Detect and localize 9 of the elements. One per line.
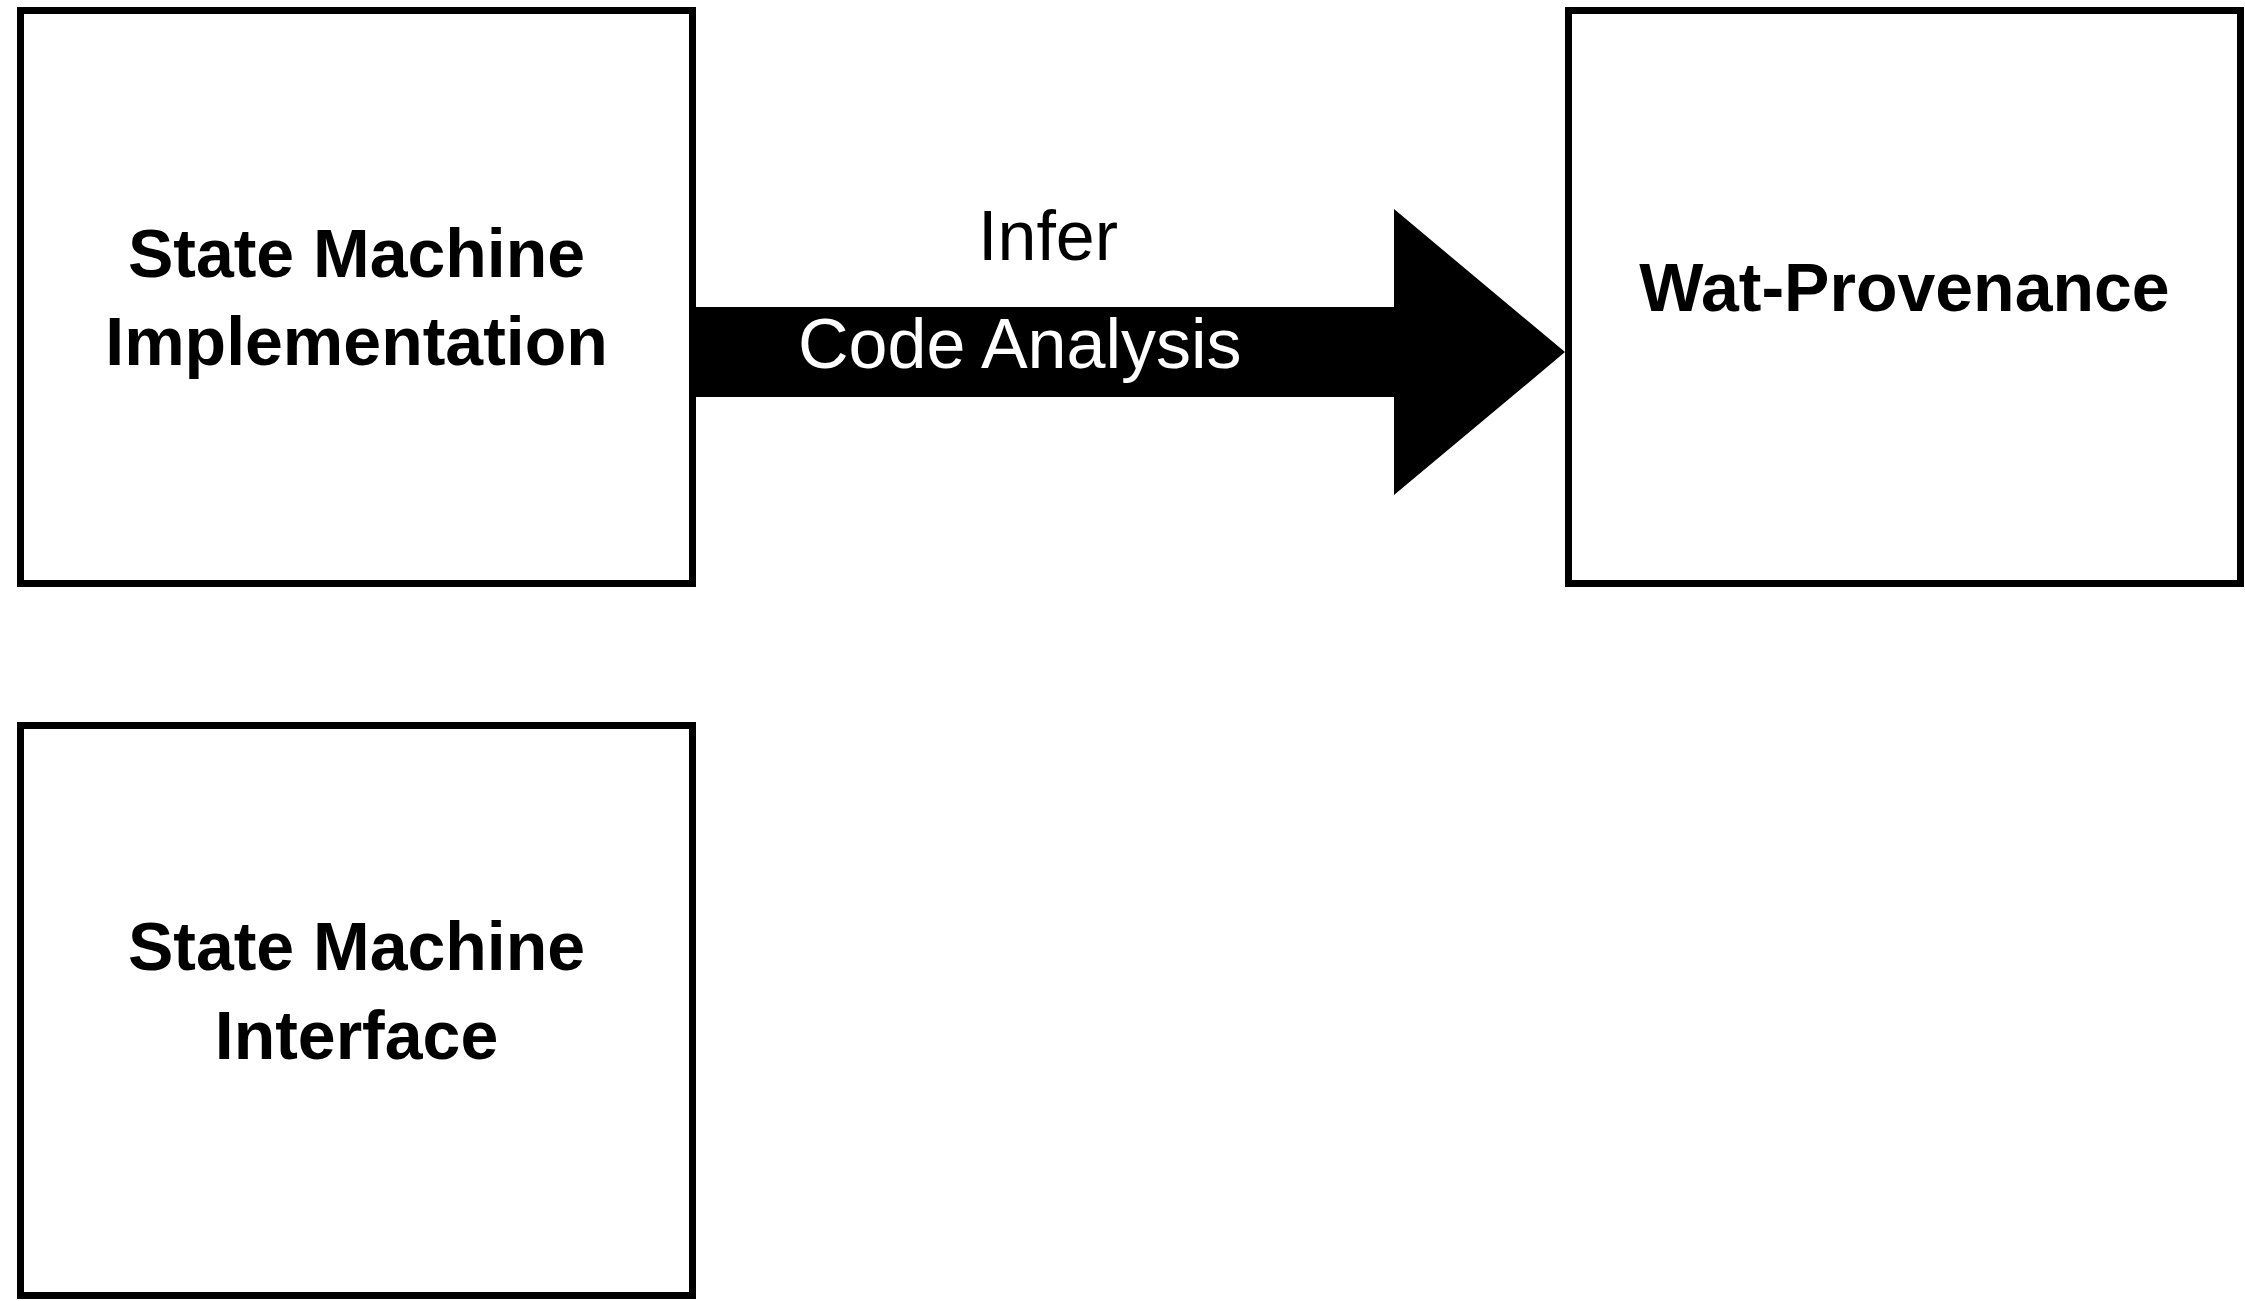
edge-label: Code Analysis — [798, 304, 1242, 385]
box-title: State Machine Implementation — [104, 213, 609, 381]
process-box — [17, 722, 696, 1299]
process-box — [17, 7, 696, 587]
block-arrow — [696, 209, 1565, 496]
box-title: Wat-Provenance — [1639, 247, 2170, 327]
box-title: State Machine Interface — [126, 907, 587, 1075]
arrow-caption: Infer — [978, 196, 1119, 276]
process-box — [1565, 7, 2244, 587]
